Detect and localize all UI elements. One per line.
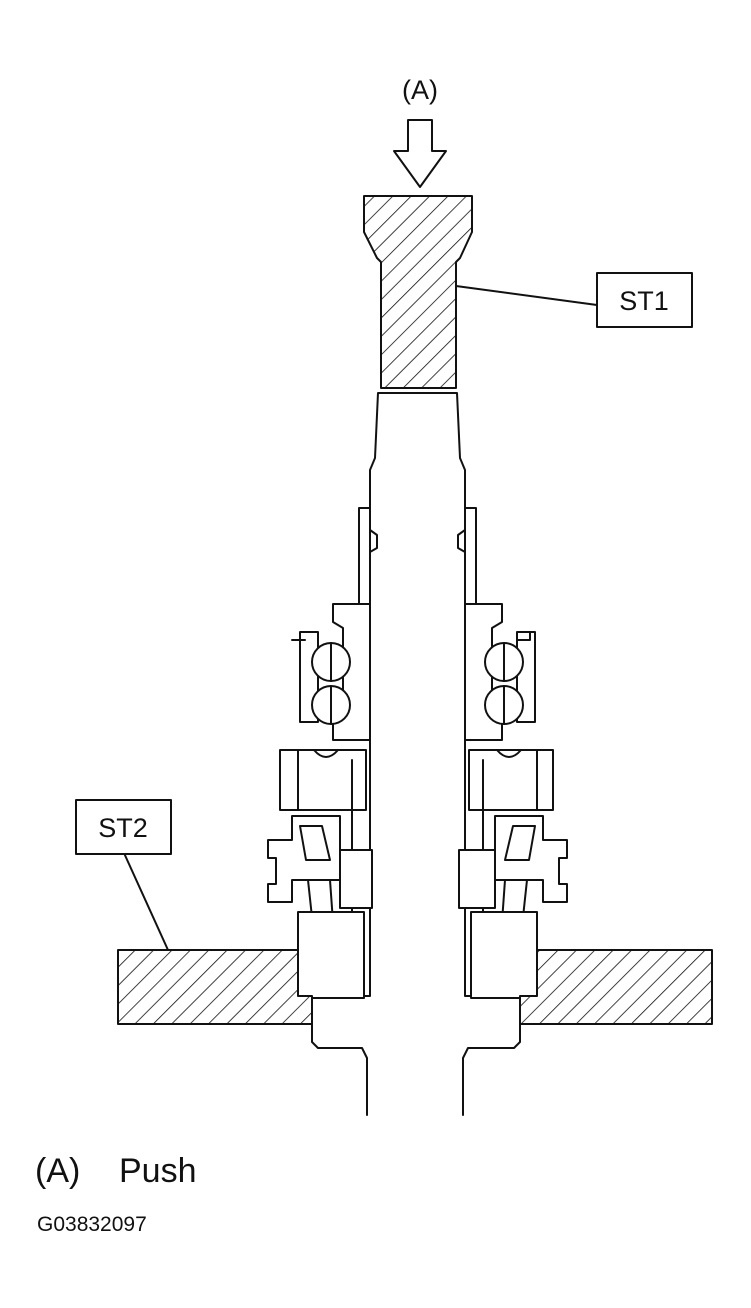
st1-callout-label: ST1 [619, 286, 669, 316]
st1-press-tool [363, 195, 473, 389]
st2-support-plate-left [117, 949, 313, 1025]
st1-leader-line [455, 285, 598, 306]
shaft [311, 392, 521, 1116]
ball-bearing [291, 603, 536, 741]
push-arrow-label: (A) [402, 75, 438, 105]
taper-roller-left [267, 815, 373, 999]
st2-leader-line [123, 852, 169, 951]
st2-callout-box [75, 799, 172, 855]
push-arrow-icon [393, 119, 447, 188]
taper-roller-right [458, 815, 568, 999]
legend-key: (A) [35, 1152, 80, 1190]
legend-text: Push [119, 1152, 197, 1190]
st2-support-plate-right [519, 949, 713, 1025]
st1-callout-box [596, 272, 693, 328]
st2-callout-label: ST2 [98, 813, 148, 843]
figure-code: G03832097 [37, 1213, 147, 1236]
spacer-sleeve [358, 507, 477, 609]
